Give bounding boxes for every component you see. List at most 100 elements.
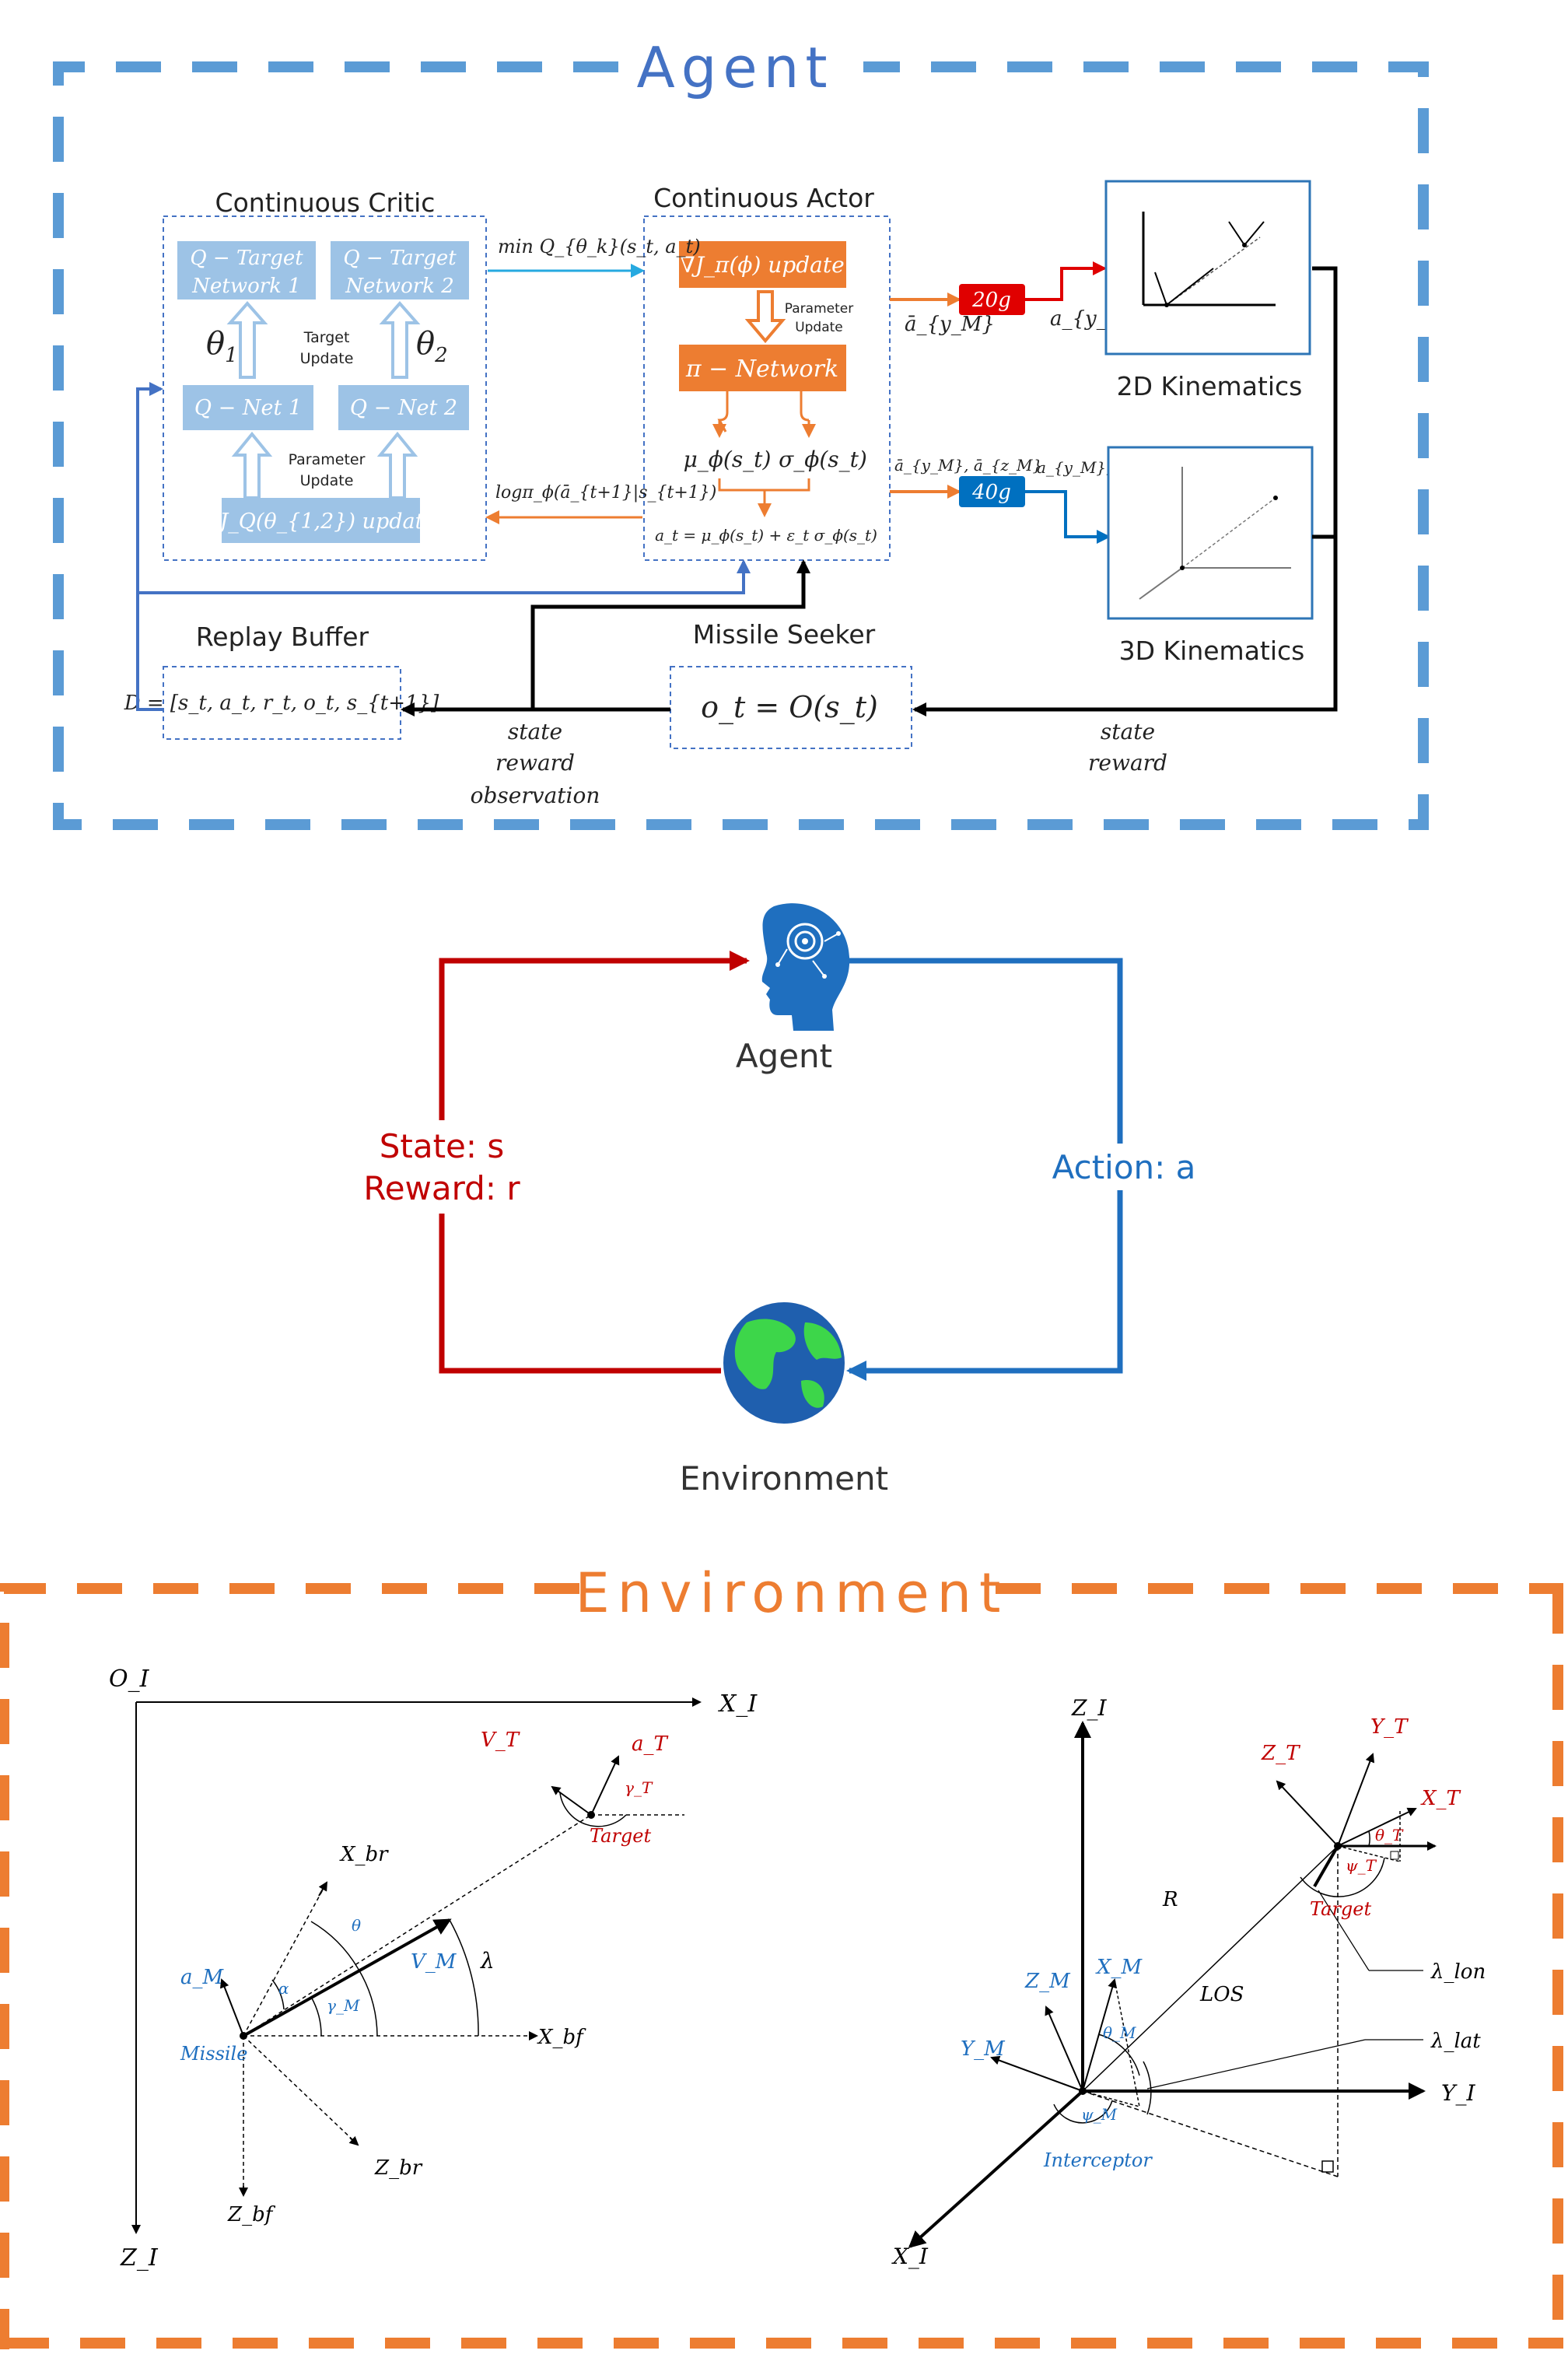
param-update-arrow-2 (376, 431, 418, 499)
x-t-label: X_T (1420, 1787, 1461, 1810)
ground-projection (1082, 2090, 1339, 2177)
psi-t-label: ψ_T (1346, 1856, 1377, 1875)
log-pi-label: logπ_ϕ(ā_{t+1}|s_{t+1}) (495, 483, 716, 503)
los-line (243, 1814, 592, 2037)
branch-to-actor-arrow (530, 559, 810, 709)
target-update-arrow-2 (379, 300, 421, 379)
diagram-3d: Z_I Y_I X_I Y_T Z_T X_T θ_T ψ_T Target R… (891, 1695, 1486, 2269)
pi-network-label: π − Network (685, 356, 838, 383)
gamma-t-label: γ_T (625, 1778, 653, 1797)
continuous-critic: Continuous Critic Q − Target Network 1 Q… (163, 187, 487, 561)
z-bf-label: Z_bf (227, 2203, 276, 2226)
x-m-vector (1082, 1978, 1118, 2092)
replay-buffer-title: Replay Buffer (196, 622, 369, 652)
theta-2d-label: θ (352, 1916, 361, 1935)
state-label: State: s (380, 1127, 505, 1165)
actor-param-update-line1: Parameter (785, 301, 853, 317)
buffer-to-actor-arrow (138, 559, 751, 594)
x-br-line (243, 1882, 327, 2037)
reward-label-1: reward (495, 750, 575, 776)
lambda-2d-label: λ (480, 1948, 495, 1974)
40g-to-3d-arrow (1025, 490, 1111, 544)
critic-title: Continuous Critic (215, 187, 436, 218)
sigma-label: σ_ϕ(s_t) (779, 447, 867, 472)
q-net-2-label: Q − Net 2 (350, 396, 457, 420)
missile-seeker-formula: o_t = O(s_t) (701, 690, 878, 725)
20g-to-2d-arrow (1025, 261, 1107, 301)
x-t-vector (1337, 1807, 1417, 1847)
actor-title: Continuous Actor (653, 183, 874, 213)
kinematics-2d-thumbnail (1104, 180, 1311, 356)
limiter-20g (959, 284, 1025, 315)
q-target-network-1-line1: Q − Target (190, 247, 303, 270)
z-t-label: Z_T (1261, 1742, 1300, 1765)
x-i-3d-label: X_I (891, 2244, 929, 2269)
agent-dashed-border (53, 61, 1429, 830)
v-t-vector (551, 1785, 592, 1816)
reward-label: Reward: r (363, 1169, 520, 1207)
lambda-lon-label: λ_lon (1430, 1960, 1486, 1984)
origin-label: O_I (109, 1666, 150, 1693)
theta-1-label: θ1 (206, 326, 238, 367)
a-m-label: a_M (180, 1966, 225, 1989)
q-target-network-2-line1: Q − Target (343, 247, 457, 270)
state-label-2: state (1101, 719, 1155, 744)
a-bar-3d-label: ā_{y_M}, ā_{z_M} (894, 456, 1042, 475)
target-2d-label: Target (590, 1825, 651, 1847)
z-t-vector (1276, 1780, 1339, 1847)
a-m-vector (220, 1978, 244, 2037)
agent-section: Agent Continuous Critic Q − Target Netwo… (53, 35, 1429, 830)
agent-section-title: Agent (636, 35, 833, 100)
q-target-network-1-line2: Network 1 (191, 275, 300, 298)
pi-to-sigma-arrow (800, 391, 810, 422)
z-br-line (243, 2035, 357, 2144)
grad-jq-update-label: ∇J_Q(θ_{1,2}) update (205, 510, 436, 534)
y-t-label: Y_T (1370, 1715, 1409, 1739)
mu-label: μ_ϕ(s_t) (684, 447, 772, 472)
y-m-label: Y_M (961, 2037, 1006, 2061)
theta-m-label: θ_M (1103, 2023, 1136, 2042)
x-i-axis (908, 2090, 1084, 2249)
observation-label-1: observation (471, 783, 600, 808)
loop-environment-label: Environment (680, 1459, 888, 1498)
missile-seeker-box (670, 666, 912, 749)
kinematics-3d-label: 3D Kinematics (1119, 636, 1305, 666)
action-equation: a_t = μ_ϕ(s_t) + ε_t σ_ϕ(s_t) (655, 526, 877, 545)
z-m-vector (1045, 2005, 1083, 2092)
x-m-label: X_M (1095, 1956, 1143, 1979)
theta-2-label: θ2 (416, 326, 448, 367)
actor-box (643, 215, 891, 561)
critic-param-update-line1: Parameter (289, 451, 366, 468)
y-m-vector (990, 2055, 1083, 2092)
interceptor-label: Interceptor (1043, 2149, 1153, 2171)
target-3d-label: Target (1310, 1898, 1371, 1920)
gamma-m-label: γ_M (327, 1996, 360, 2015)
x-bf-label: X_bf (537, 2026, 586, 2049)
lambda-lat-label: λ_lat (1430, 2030, 1481, 2053)
reward-label-2: reward (1088, 750, 1167, 776)
target-update-line2: Update (300, 350, 354, 367)
los-label: LOS (1199, 1983, 1244, 2006)
rl-loop-section: Agent Environment State: s Reward: r Act… (363, 903, 1195, 1498)
limiter-20g-label: 20g (971, 289, 1011, 312)
x-i-label: X_I (718, 1690, 758, 1718)
actor-param-update-line2: Update (795, 320, 843, 335)
y-i-3d-label: Y_I (1441, 2080, 1475, 2106)
state-label-1: state (508, 719, 562, 744)
earth-icon (723, 1302, 845, 1424)
replay-buffer-formula: D = [s_t, a_t, r_t, o_t, s_{t+1}] (124, 692, 439, 715)
a-bar-2d-label: ā_{y_M} (905, 313, 995, 336)
param-update-arrow-1 (231, 431, 273, 499)
q-net-1 (183, 385, 313, 430)
kinematics-to-seeker-arrow (912, 266, 1338, 716)
psi-m-label: ψ_M (1081, 2105, 1118, 2124)
theta-t-label: θ_T (1375, 1826, 1404, 1844)
grad-jpi-update-label: ∇J_π(ϕ) update (680, 252, 844, 278)
y-t-vector (1337, 1753, 1375, 1847)
target-update-arrow-1 (226, 300, 268, 379)
missile-label: Missile (180, 2043, 247, 2065)
z-i-3d-label: Z_I (1071, 1695, 1107, 1721)
r-label: R (1162, 1888, 1178, 1911)
target-update-line1: Target (303, 329, 350, 346)
